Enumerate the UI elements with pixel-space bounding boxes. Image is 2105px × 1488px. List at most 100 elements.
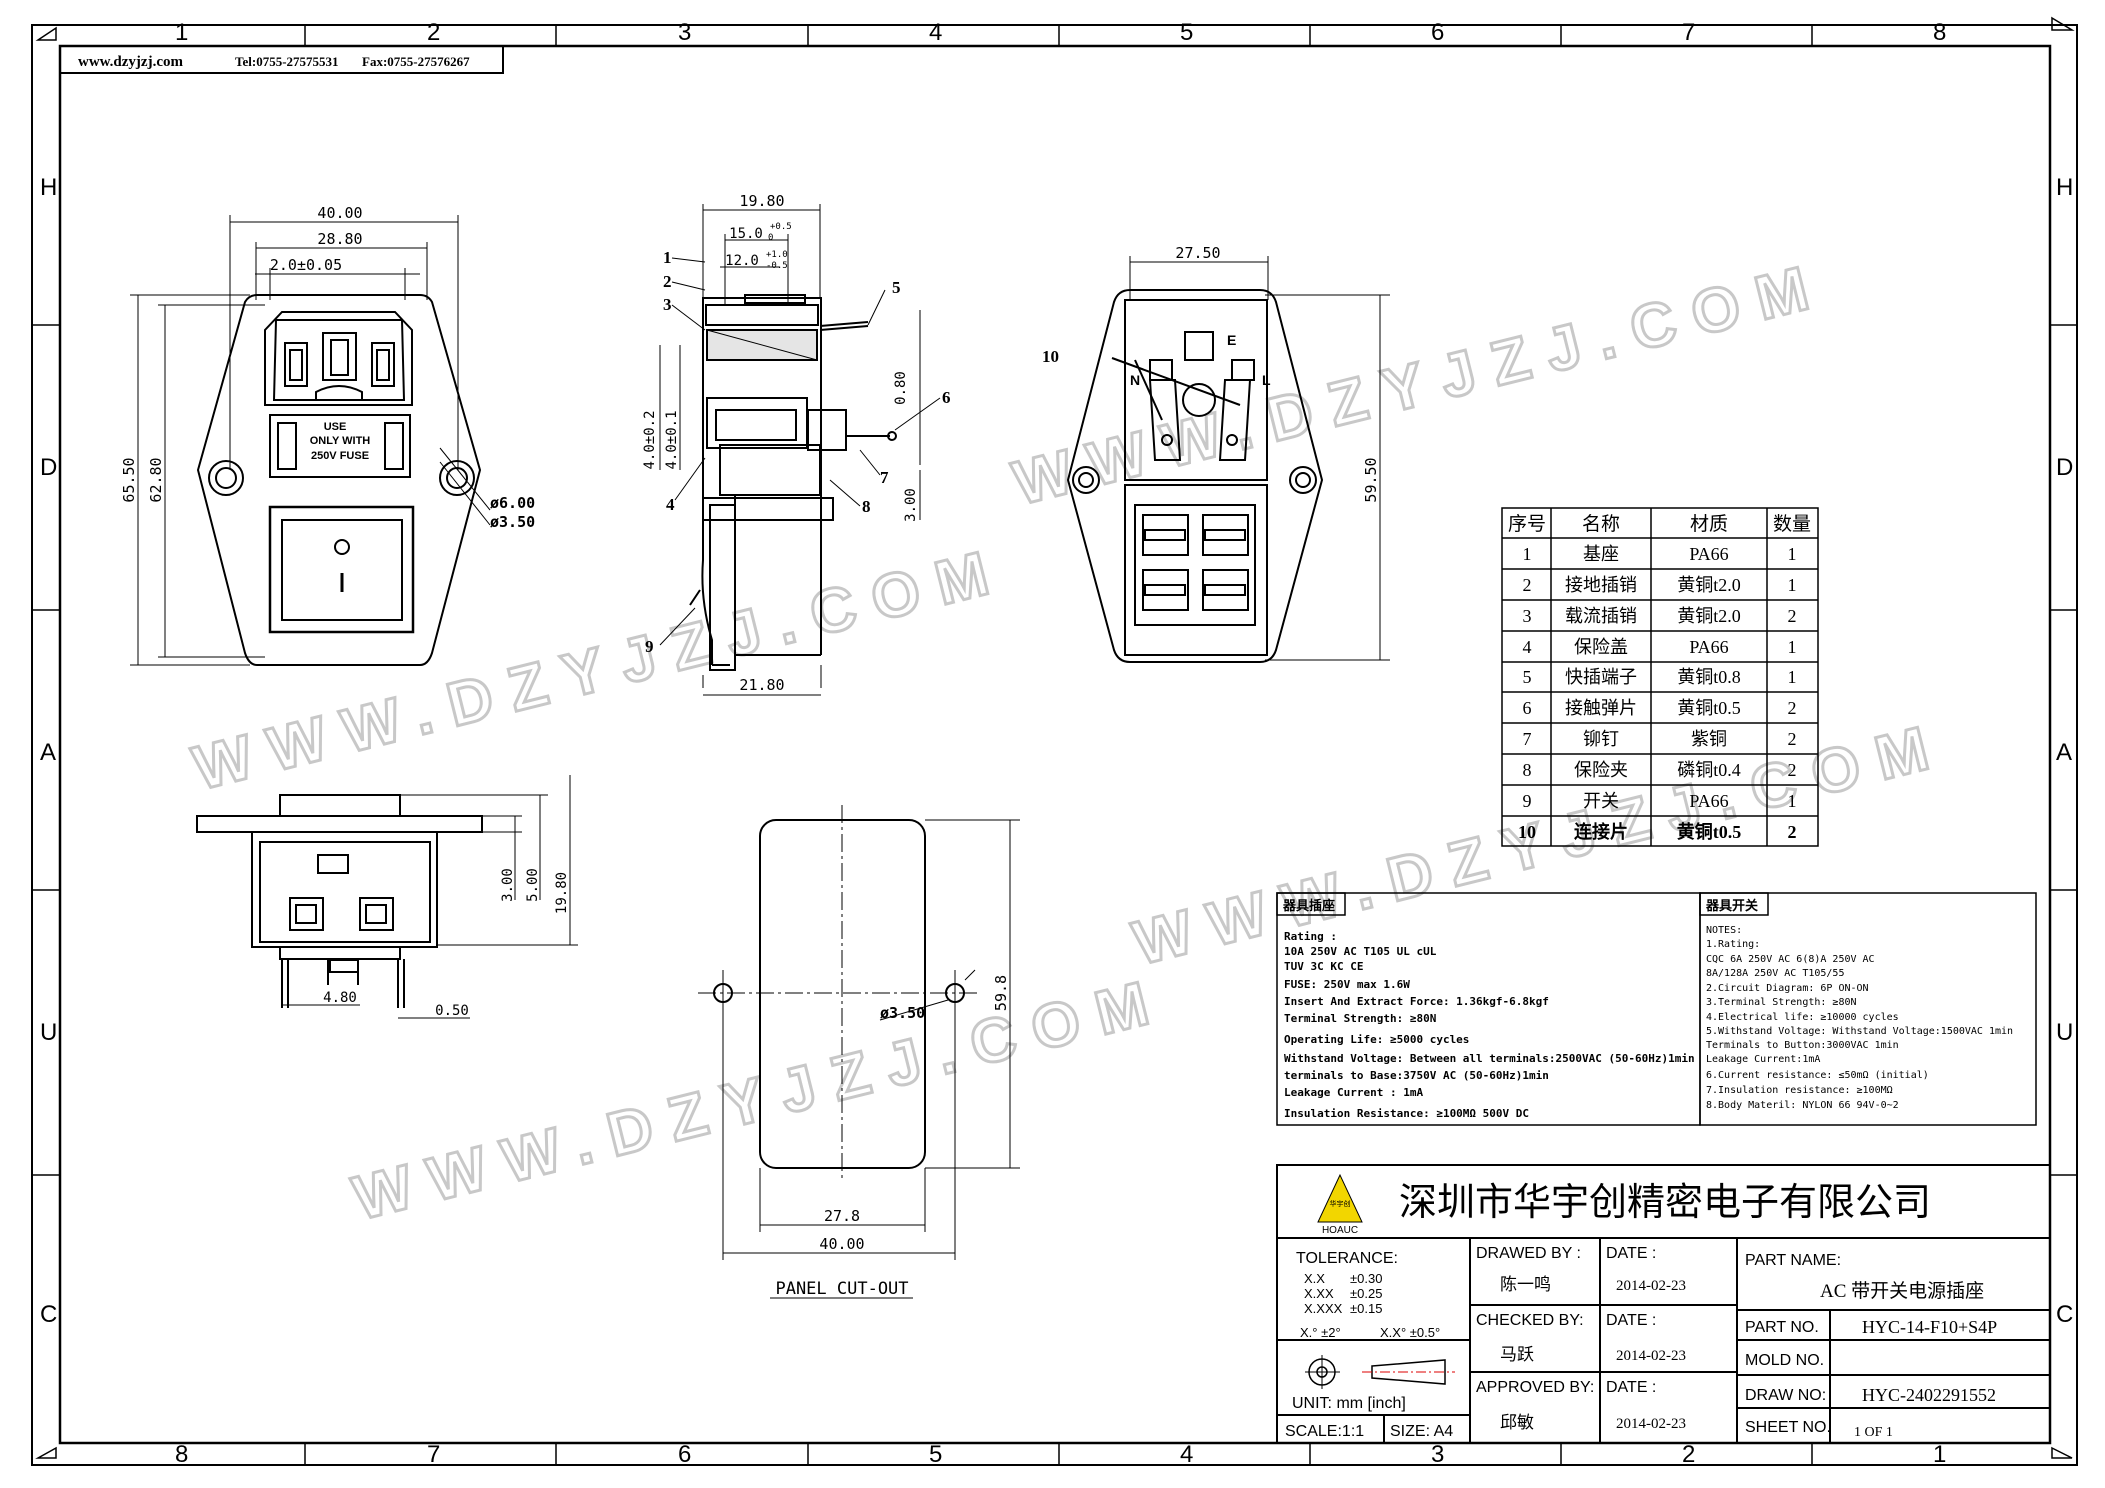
tolerance-value: ±0.30 xyxy=(1350,1271,1382,1286)
spec-left-line: 10A 250V AC T105 UL cUL xyxy=(1284,945,1437,958)
side-view xyxy=(689,294,897,671)
dim-label: 15.0 xyxy=(729,226,763,242)
spec-left-line: FUSE: 250V max 1.6W xyxy=(1284,978,1410,991)
spec-left-title: 器具插座 xyxy=(1282,898,1335,913)
grid-col-label: 1 xyxy=(1933,1441,1946,1468)
spec-right-line: 7.Insulation resistance: ≥100MΩ xyxy=(1706,1085,1893,1096)
spec-right-line: 6.Current resistance: ≤50mΩ (initial) xyxy=(1706,1070,1929,1081)
dim-label: 62.80 xyxy=(147,457,165,502)
grid-row-label: C xyxy=(40,1301,57,1328)
draw-no-label: DRAW NO: xyxy=(1745,1387,1826,1404)
bom-cell: 10 xyxy=(1518,822,1536,842)
bom-cell: 1 xyxy=(1788,637,1797,657)
dim-label: 28.80 xyxy=(317,230,362,248)
logo-mark-text: 华宇创 xyxy=(1330,1199,1351,1208)
bom-cell: 1 xyxy=(1788,575,1797,595)
drawn-by-label: DRAWED BY : xyxy=(1476,1245,1581,1262)
bom-header: 序号 xyxy=(1508,513,1546,535)
draw-no-value: HYC-2402291552 xyxy=(1862,1385,1996,1405)
grid-col-label: 6 xyxy=(678,1441,691,1468)
dim-label: 3.00 xyxy=(500,868,516,902)
terminal-label-e: E xyxy=(1227,332,1236,348)
bom-cell: 保险夹 xyxy=(1574,760,1628,780)
callout-6: 6 xyxy=(942,388,951,407)
part-no-value: HYC-14-F10+S4P xyxy=(1862,1317,1997,1337)
dim-label: 12.0 xyxy=(725,253,759,269)
website-text: www.dzyjzj.com xyxy=(78,54,183,70)
callout-1: 1 xyxy=(663,248,672,267)
bom-cell: PA66 xyxy=(1689,544,1728,564)
callout-10: 10 xyxy=(1042,347,1059,366)
tolerance-value: ±0.25 xyxy=(1350,1286,1382,1301)
dim-label-sup: +1.0 xyxy=(766,250,788,260)
title-block xyxy=(1276,1164,2051,1444)
dim-label: 4.80 xyxy=(323,990,357,1006)
callout-7: 7 xyxy=(880,468,889,487)
grid-row-label: H xyxy=(40,174,57,201)
date-value: 2014-02-23 xyxy=(1616,1416,1686,1432)
bom-cell: 快插端子 xyxy=(1565,667,1637,687)
watermark-group: WWW.DZYJZJ.COM WWW.DZYJZJ.COM WWW.DZYJZJ… xyxy=(185,248,1954,1235)
dim-label: 0.80 xyxy=(893,371,909,405)
callout-2: 2 xyxy=(663,272,672,291)
bom-cell: 5 xyxy=(1523,667,1532,687)
grid-row-label: A xyxy=(40,739,56,766)
spec-left-line: TUV 3C KC CE xyxy=(1284,960,1363,973)
spec-right-line: 3.Terminal Strength: ≥80N xyxy=(1706,997,1857,1008)
grid-row-label: D xyxy=(2056,454,2073,481)
tel-text: Tel:0755-27575531 xyxy=(235,54,339,69)
dim-label: 19.80 xyxy=(739,192,784,210)
bom-cell: 连接片 xyxy=(1574,821,1628,842)
bom-cell: 接地插销 xyxy=(1565,575,1637,595)
scale-text: SCALE:1:1 xyxy=(1285,1423,1364,1440)
dim-label: 59.8 xyxy=(992,975,1010,1011)
grid-row-label: U xyxy=(2056,1019,2073,1046)
front-view xyxy=(196,294,482,666)
grid-col-label: 4 xyxy=(929,19,942,46)
fax-text: Fax:0755-27576267 xyxy=(362,54,470,69)
dim-label-sup: +0.5 xyxy=(770,222,792,232)
dim-label: 4.0±0.1 xyxy=(664,410,680,469)
bom-cell: 7 xyxy=(1523,729,1532,749)
bom-cell: 2 xyxy=(1788,760,1797,780)
drawn-by-value: 陈一鸣 xyxy=(1500,1275,1551,1294)
angle-tolerance: X.X° ±0.5° xyxy=(1380,1325,1440,1340)
checked-by-value: 马跃 xyxy=(1500,1345,1534,1364)
bom-cell: 3 xyxy=(1523,606,1532,626)
bom-header: 材质 xyxy=(1690,513,1728,535)
spec-right-line: 5.Withstand Voltage: Withstand Voltage:1… xyxy=(1706,1026,2013,1037)
date-label: DATE : xyxy=(1606,1312,1656,1329)
grid-col-label: 4 xyxy=(1180,1441,1193,1468)
date-value: 2014-02-23 xyxy=(1616,1278,1686,1294)
tolerance-value: ±0.15 xyxy=(1350,1301,1382,1316)
grid-row-label: U xyxy=(40,1019,57,1046)
grid-col-label: 6 xyxy=(1431,19,1444,46)
bottom-view xyxy=(196,794,483,1008)
watermark-text: WWW.DZYJZJ.COM xyxy=(187,535,1013,804)
dim-label: ø6.00 xyxy=(490,494,535,512)
dim-label: 2.0±0.05 xyxy=(270,256,342,274)
back-view xyxy=(1066,289,1324,663)
bom-cell: 1 xyxy=(1788,544,1797,564)
bom-cell: 2 xyxy=(1788,606,1797,626)
grid-col-label: 7 xyxy=(1682,19,1695,46)
grid-row-label: D xyxy=(40,454,57,481)
bom-cell: 黄铜t0.5 xyxy=(1677,821,1742,842)
angle-tolerance: X.° ±2° xyxy=(1300,1325,1341,1340)
callout-9: 9 xyxy=(645,637,654,656)
grid-col-label: 2 xyxy=(1682,1441,1695,1468)
spec-right-line: 2.Circuit Diagram: 6P ON-ON xyxy=(1706,983,1869,994)
grid-row-label: C xyxy=(2056,1301,2073,1328)
company-name: 深圳市华宇创精密电子有限公司 xyxy=(1399,1182,1931,1224)
spec-left-line: Insulation Resistance: ≥100MΩ 500V DC xyxy=(1284,1107,1529,1120)
grid-col-label: 5 xyxy=(929,1441,942,1468)
part-name-value: AC 带开关电源插座 xyxy=(1820,1280,1984,1302)
bom-cell: 6 xyxy=(1523,698,1532,718)
callout-4: 4 xyxy=(666,495,675,514)
bom-cell: 接触弹片 xyxy=(1565,698,1637,718)
spec-right-line: 1.Rating: xyxy=(1706,939,1760,950)
part-no-label: PART NO. xyxy=(1745,1319,1819,1336)
bom-cell: 4 xyxy=(1523,637,1532,657)
